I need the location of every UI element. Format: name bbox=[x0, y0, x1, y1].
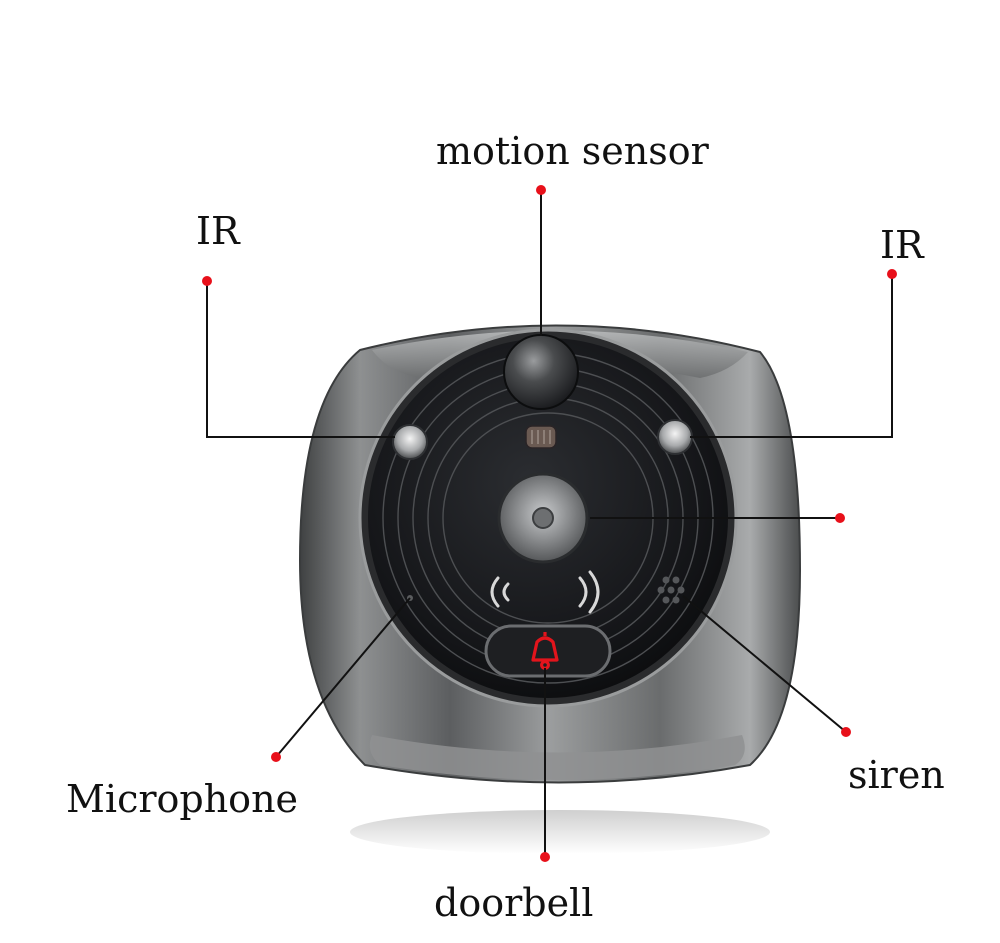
siren-speaker-holes bbox=[657, 576, 685, 604]
label-ir-right: IR bbox=[880, 223, 924, 267]
leader-ir-left bbox=[206, 281, 395, 438]
label-doorbell: doorbell bbox=[434, 881, 594, 925]
ir-led-right bbox=[657, 419, 693, 455]
housing-bottom-bevel bbox=[369, 735, 745, 780]
dot-ir-right bbox=[887, 269, 897, 279]
marker-dots bbox=[202, 185, 897, 862]
light-sensor-grid bbox=[531, 430, 551, 444]
dot-siren bbox=[841, 727, 851, 737]
light-sensor bbox=[525, 425, 557, 449]
sound-wave-right-icon bbox=[578, 570, 600, 614]
camera-aperture bbox=[532, 507, 554, 529]
ir-led-left bbox=[392, 424, 428, 460]
label-motion-sensor: motion sensor bbox=[436, 129, 709, 173]
label-microphone: Microphone bbox=[66, 777, 299, 821]
doorbell-button bbox=[484, 624, 612, 678]
dot-motion-sensor bbox=[536, 185, 546, 195]
dot-ir-left bbox=[202, 276, 212, 286]
leader-microphone bbox=[275, 597, 411, 758]
motion-sensor-dome bbox=[503, 334, 579, 410]
dot-doorbell bbox=[540, 852, 550, 862]
dot-camera bbox=[835, 513, 845, 523]
sound-wave-left-icon bbox=[490, 576, 510, 608]
floor-shadow bbox=[350, 810, 770, 854]
leader-siren bbox=[682, 595, 847, 733]
leader-lines bbox=[206, 190, 893, 857]
label-siren: siren bbox=[848, 753, 945, 797]
leader-ir-right bbox=[690, 274, 893, 438]
label-ir-left: IR bbox=[196, 209, 240, 253]
dot-microphone bbox=[271, 752, 281, 762]
